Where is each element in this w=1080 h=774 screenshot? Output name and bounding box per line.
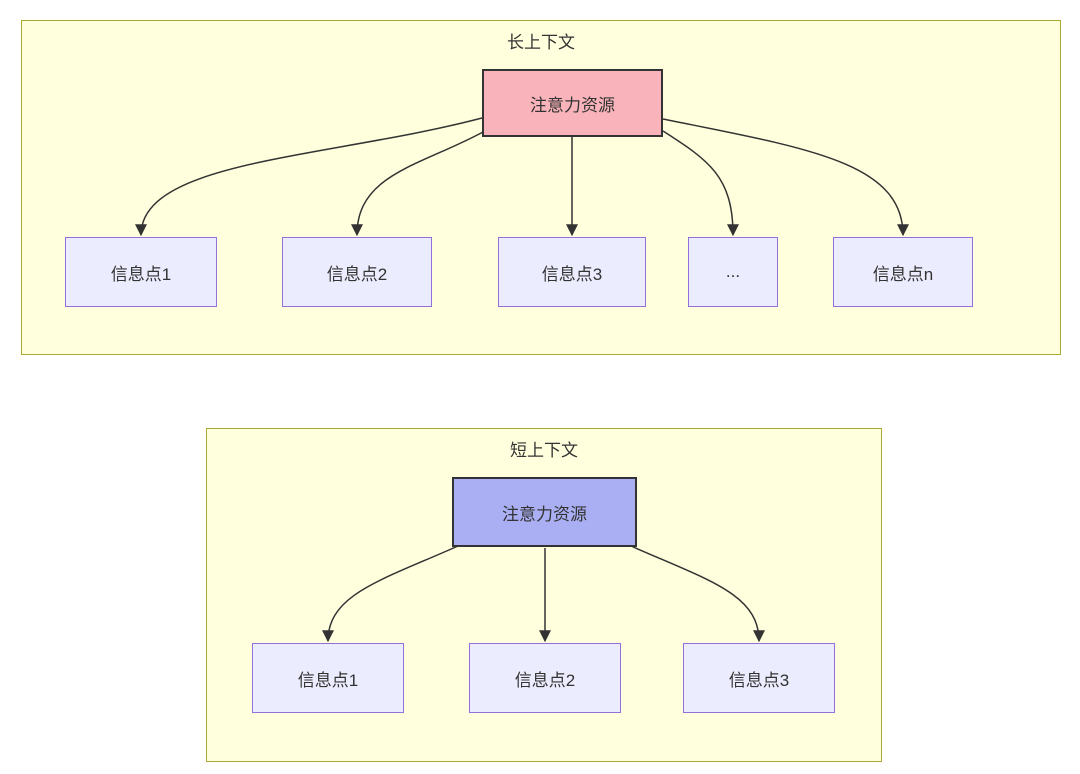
info-point-3-long: 信息点3 [498, 237, 646, 307]
info-point-n-long: 信息点n [833, 237, 973, 307]
info-point-2-long: 信息点2 [282, 237, 432, 307]
attention-resource-node-short: 注意力资源 [452, 477, 637, 547]
info-point-1-short: 信息点1 [252, 643, 404, 713]
panel-title-long-context: 长上下文 [507, 33, 575, 52]
info-point-3-short: 信息点3 [683, 643, 835, 713]
info-point-1-long: 信息点1 [65, 237, 217, 307]
info-point-2-short: 信息点2 [469, 643, 621, 713]
attention-resource-node-long: 注意力资源 [482, 69, 663, 137]
panel-title-short-context: 短上下文 [510, 441, 578, 460]
info-point-ellipsis-long: ... [688, 237, 778, 307]
